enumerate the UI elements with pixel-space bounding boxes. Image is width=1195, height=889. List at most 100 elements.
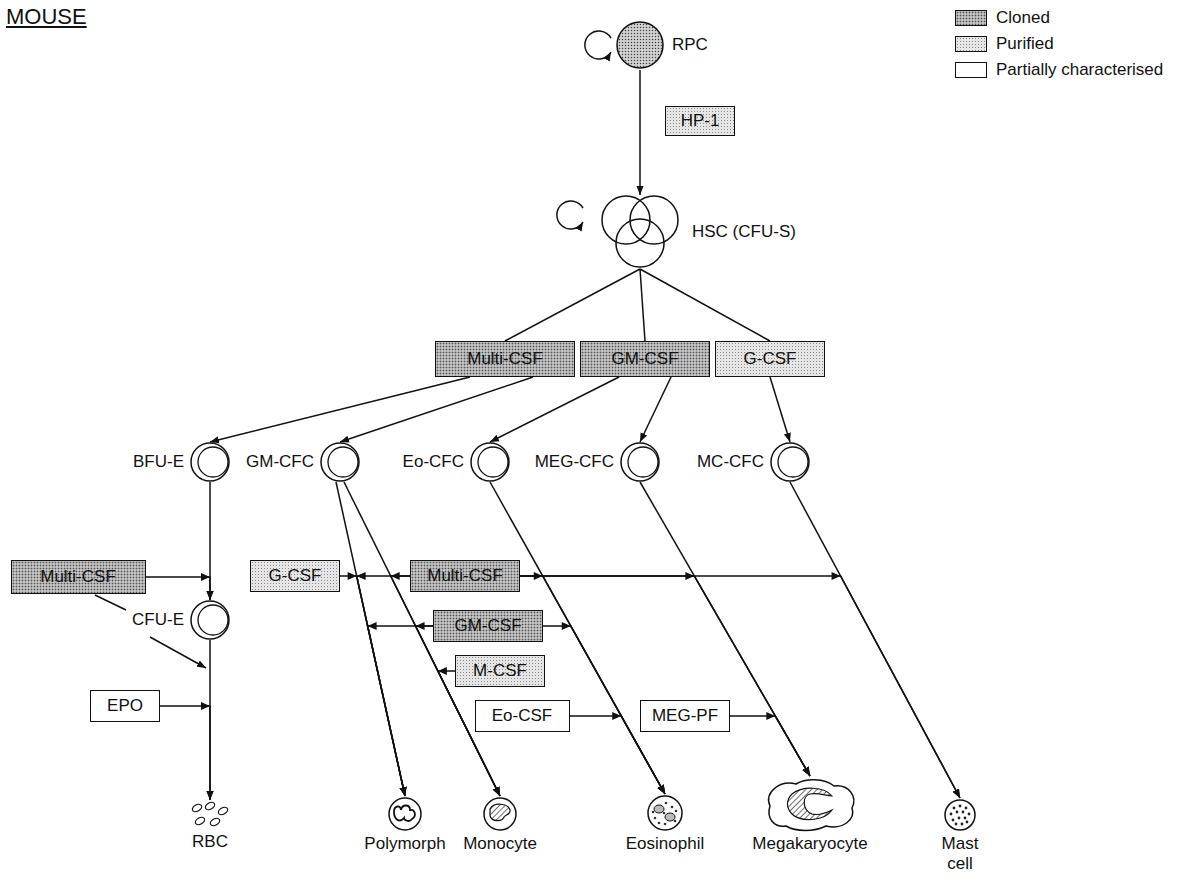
legend-swatch <box>955 62 987 78</box>
diagram-title: MOUSE <box>6 4 87 30</box>
cell-outline <box>595 195 685 269</box>
legend-text: Partially characterised <box>996 60 1163 80</box>
cell-name: HSC (CFU-S) <box>692 222 796 242</box>
leader-line <box>95 595 126 610</box>
factor-box: GM-CSF <box>433 610 543 642</box>
cell-icon <box>645 794 685 832</box>
self-renewal-arrow <box>557 201 583 229</box>
connector-group <box>160 702 210 800</box>
connector-group <box>640 70 641 195</box>
junction-arrowhead <box>391 572 400 580</box>
connector <box>640 269 645 341</box>
mature-cell: Eosinophil <box>626 794 704 854</box>
mature-cell: Mast cell <box>936 798 984 873</box>
connector-group <box>640 269 770 341</box>
connector-group <box>340 572 405 796</box>
connector-group <box>640 269 645 341</box>
factor-box: G-CSF <box>715 341 825 377</box>
junction-arrowhead <box>612 712 621 720</box>
mature-cell: Polymorph <box>364 796 445 854</box>
mature-cell: Megakaryocyte <box>752 776 867 854</box>
cell-name: MEG-CFC <box>535 452 614 472</box>
progenitor-circle: MEG-CFC <box>620 442 660 482</box>
connector-group <box>505 269 640 341</box>
stem-cell-circle: RPC <box>615 20 665 70</box>
cell-name: Mast cell <box>936 834 984 873</box>
connector-group <box>520 572 960 798</box>
progenitor-circle: Eo-CFC <box>470 442 510 482</box>
factor-name: GM-CSF <box>611 349 678 369</box>
factor-name: GM-CSF <box>454 616 521 636</box>
cell-outline <box>190 600 230 640</box>
connector-group <box>490 377 619 442</box>
cell-icon <box>762 776 858 832</box>
progenitor-circle: BFU-E <box>190 442 230 482</box>
cell-name: Eosinophil <box>626 834 704 854</box>
connector <box>210 377 470 442</box>
legend-text: Cloned <box>996 8 1050 28</box>
connector-group <box>770 377 790 442</box>
junction-arrowhead <box>766 712 775 720</box>
factor-name: EPO <box>107 696 143 716</box>
cell-icon <box>942 798 978 832</box>
connector <box>730 716 810 776</box>
cell-icon <box>480 796 520 832</box>
cell-name: Megakaryocyte <box>752 834 867 854</box>
factor-box: M-CSF <box>455 655 545 687</box>
factor-box: Multi-CSF <box>11 560 146 594</box>
legend-text: Purified <box>996 34 1054 54</box>
factor-box: GM-CSF <box>580 341 710 377</box>
cell-outline <box>770 442 810 482</box>
connector <box>160 706 210 800</box>
cell-outline <box>620 442 660 482</box>
connector-group <box>210 377 470 442</box>
junction-arrowhead <box>201 573 210 581</box>
factor-name: MEG-PF <box>652 706 718 726</box>
junction-arrowhead <box>201 702 210 710</box>
cell-name: CFU-E <box>132 610 184 630</box>
progenitor-circle: MC-CFC <box>770 442 810 482</box>
factor-name: Multi-CSF <box>40 567 116 587</box>
factor-box: Eo-CSF <box>475 700 570 732</box>
connector <box>640 377 671 442</box>
legend-row: Cloned <box>955 6 1163 30</box>
connector-group <box>520 572 810 776</box>
factor-box: HP-1 <box>665 106 735 136</box>
connector <box>639 70 641 195</box>
connector <box>770 377 790 442</box>
connector-group <box>357 572 410 796</box>
connector <box>357 576 410 796</box>
cell-name: Eo-CFC <box>403 452 464 472</box>
connector <box>438 671 500 796</box>
cell-name: RBC <box>192 832 228 852</box>
connector <box>520 576 810 776</box>
junction-arrowhead <box>357 572 366 580</box>
cell-icon <box>385 796 425 832</box>
junction-arrowhead <box>368 622 377 630</box>
factor-name: G-CSF <box>269 566 322 586</box>
cell-outline <box>320 442 360 482</box>
connector <box>520 576 960 798</box>
mature-cell: RBC <box>188 800 232 852</box>
progenitor-circle: GM-CFC <box>320 442 360 482</box>
connector <box>340 576 405 796</box>
connector-group <box>146 573 211 600</box>
legend-row: Partially characterised <box>955 58 1163 82</box>
factor-name: M-CSF <box>473 661 527 681</box>
connector <box>640 269 770 341</box>
factor-name: G-CSF <box>744 349 797 369</box>
factor-name: HP-1 <box>681 111 720 131</box>
connector-group <box>730 712 810 776</box>
legend-swatch <box>955 36 987 52</box>
factor-name: Multi-CSF <box>427 566 503 586</box>
factor-name: Multi-CSF <box>467 349 543 369</box>
factor-box: Multi-CSF <box>435 341 575 377</box>
connector-group <box>640 377 671 442</box>
junction-arrowhead <box>438 667 447 675</box>
connector <box>340 377 533 442</box>
connector-group <box>368 622 433 796</box>
cell-name: GM-CFC <box>246 452 314 472</box>
progenitor-circle: CFU-E <box>190 600 230 640</box>
cell-name: RPC <box>672 35 708 55</box>
